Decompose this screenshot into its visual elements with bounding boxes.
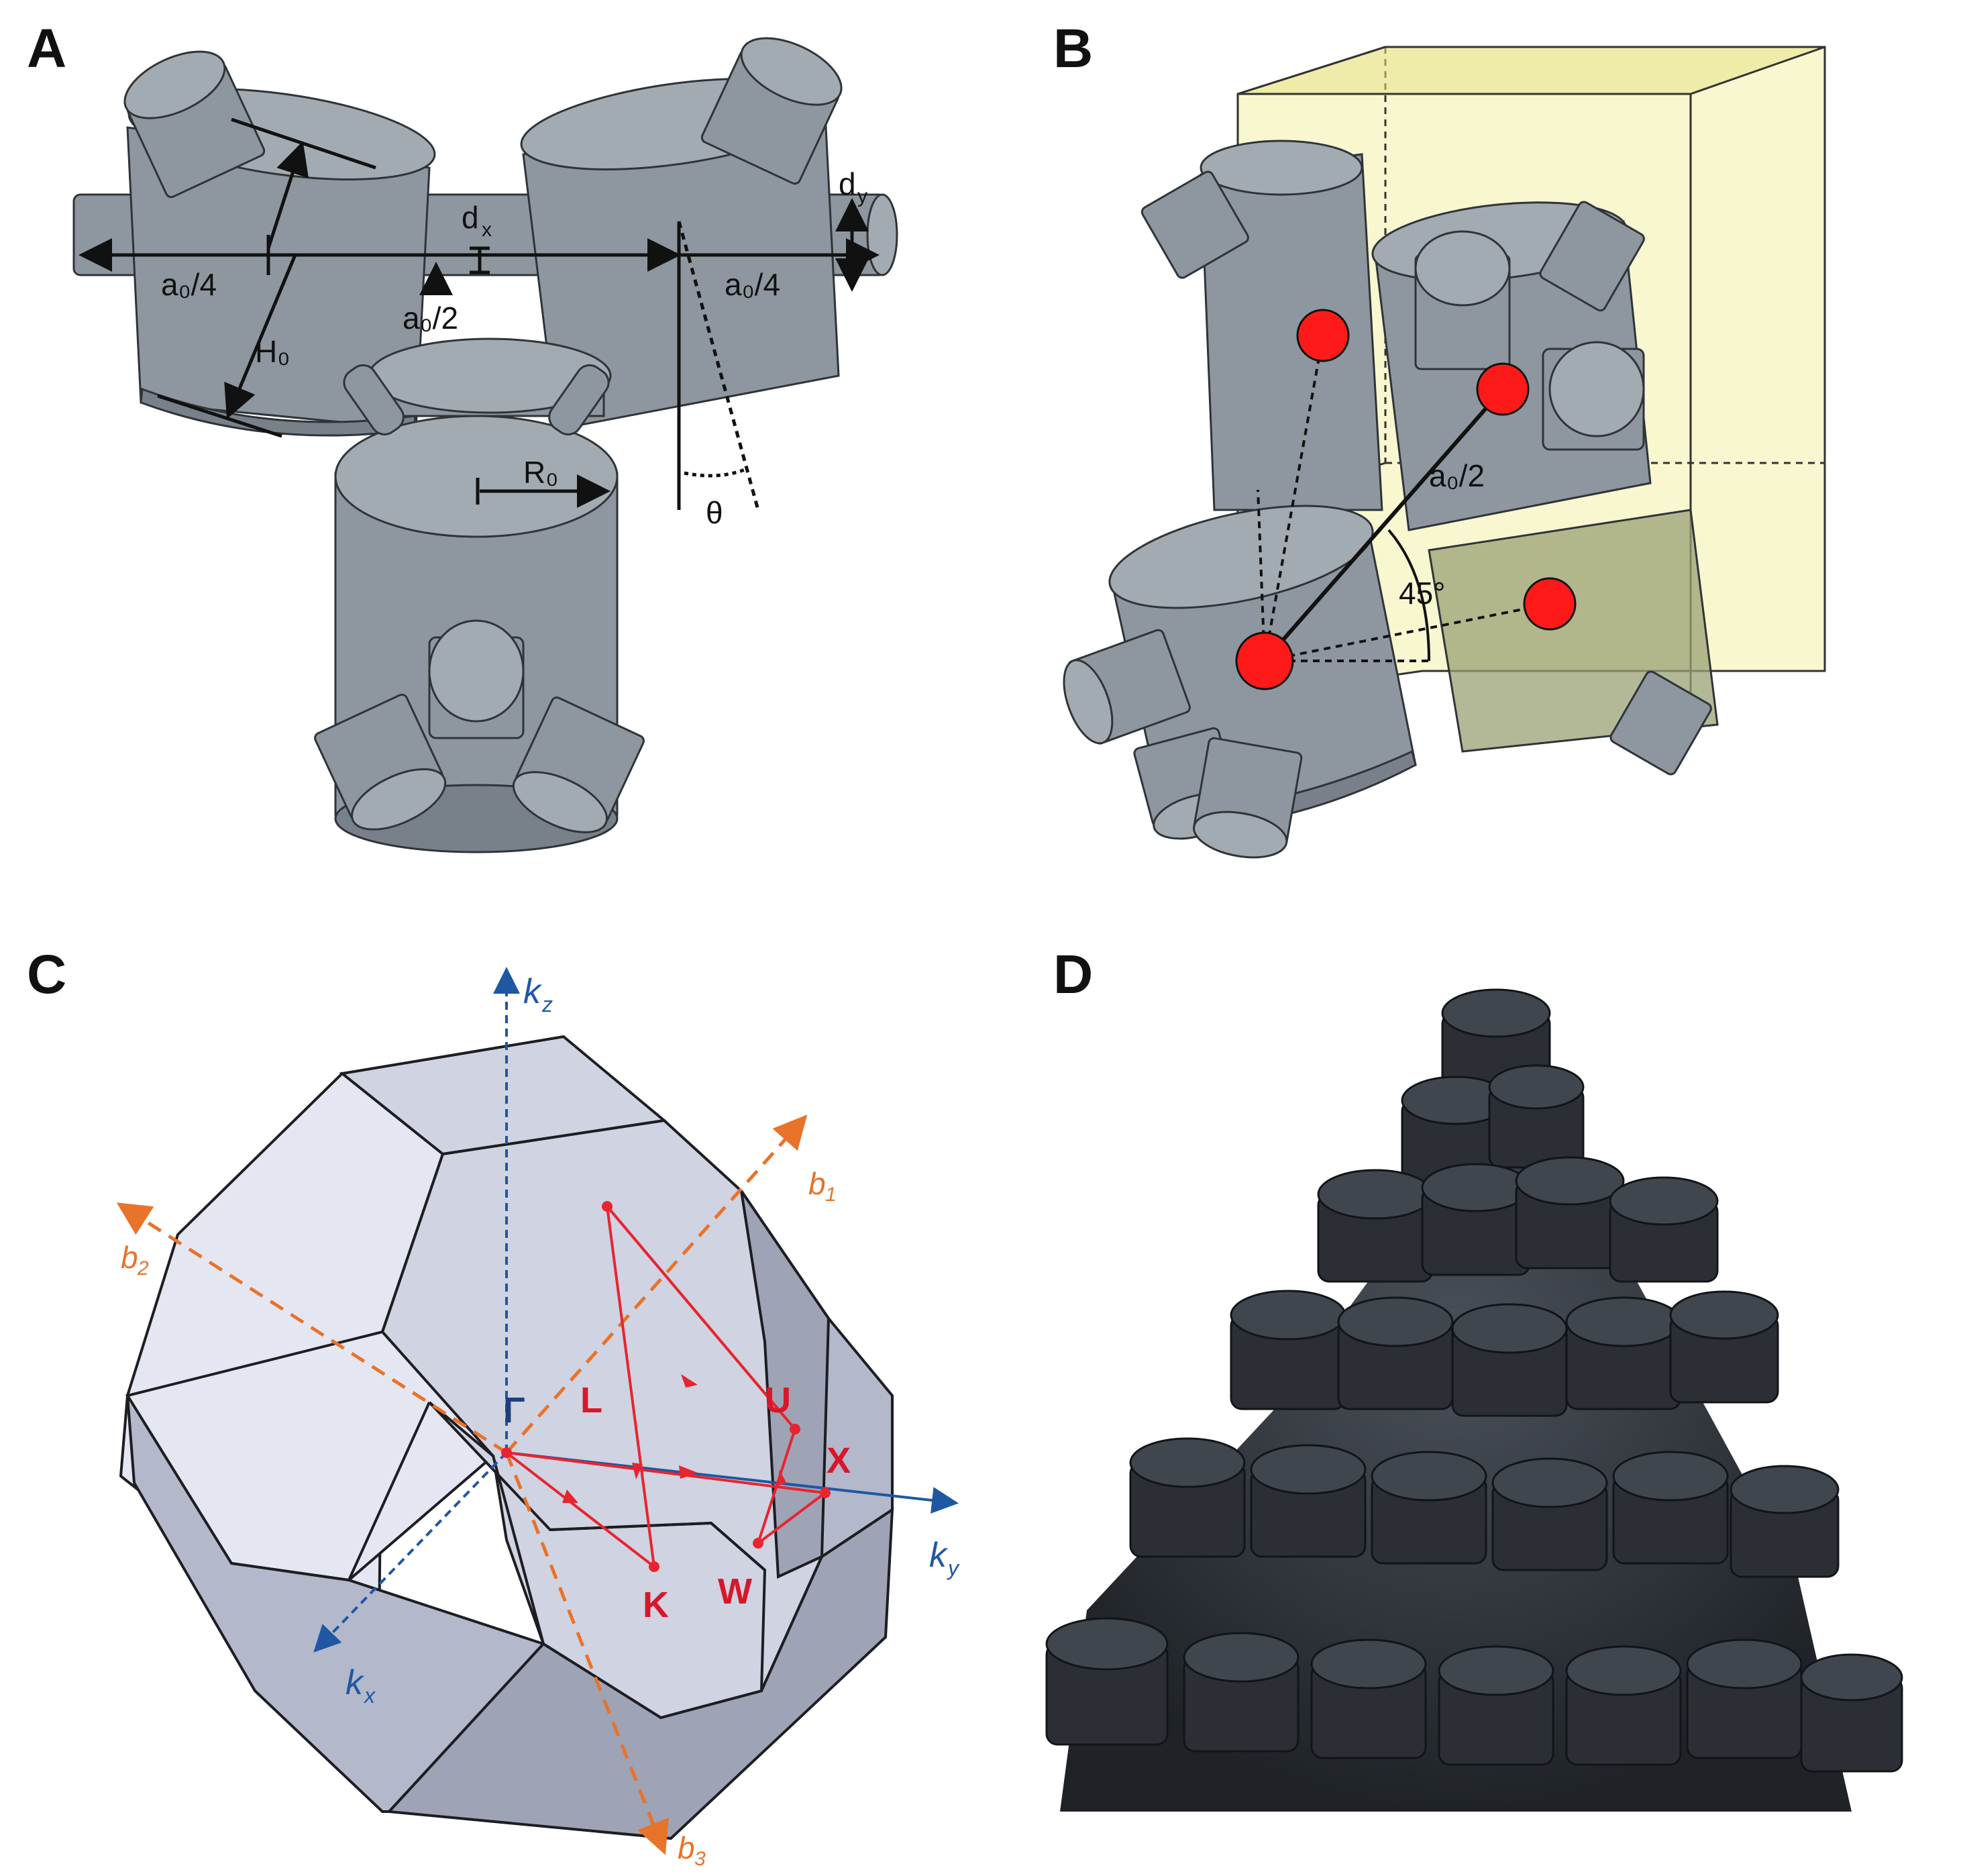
lattice-sites [1235,309,1577,690]
label-kz-sub: z [541,992,553,1017]
label-b2: b [121,1240,138,1275]
label-gamma: Γ [503,1390,525,1430]
symmetry-points [501,1201,831,1572]
panel-b-letter: B [1053,18,1093,79]
site-connections [1257,335,1550,662]
panel-d-letter: D [1053,944,1093,1005]
lattice-photo-cylinders [1045,988,1903,1773]
label-a0-quarter-left: a₀/4 [161,267,217,302]
label-a0-quarter-right: a₀/4 [725,267,780,302]
dimensions-a [78,117,880,511]
label-X: X [827,1441,851,1481]
label-ky-sub: y [947,1556,960,1580]
dim-labels-a: a₀/4 a₀/4 a₀/2 H₀ R₀ d x d y θ [161,166,867,530]
panel-c: C k z k y k x [27,944,960,1870]
site-2 [1476,362,1530,416]
panel-b: B [1053,18,1826,859]
label-b1: b [808,1166,826,1201]
label-b2-sub: 2 [137,1257,149,1280]
label-kx: k [346,1663,365,1702]
label-W: W [718,1571,752,1612]
label-a0-half: a₀/2 [403,301,458,335]
left-back-cylinder [1140,140,1383,511]
label-b-a0-half: a₀/2 [1429,458,1485,493]
site-origin [1235,631,1294,690]
label-dx-sub: x [482,219,492,241]
k-axis-labels: k z k y k x [346,972,960,1708]
right-lower-cylinder [1428,509,1719,776]
rod-end-right [866,193,898,276]
label-h0: H₀ [255,334,290,369]
label-b3-sub: 3 [694,1848,706,1870]
brillouin-zone [119,1035,894,1840]
site-3 [1523,577,1577,631]
panel-a: A [27,18,898,853]
panel-c-letter: C [27,944,66,1005]
left-cylinder [123,50,436,437]
label-dy: d [839,166,856,201]
right-cylinder [520,37,843,431]
symmetry-path [505,1205,827,1568]
label-ky: k [929,1536,949,1575]
label-L: L [580,1380,602,1420]
upper-right-cylinder [1371,201,1652,531]
label-r0: R₀ [523,455,558,490]
panel-a-letter: A [27,18,66,79]
label-dy-sub: y [857,185,867,207]
label-kx-sub: x [363,1683,376,1708]
label-b1-sub: 1 [825,1184,837,1206]
front-cylinder [1063,505,1417,859]
panel-d: D [1045,944,1903,1812]
reciprocal-labels: b 1 b 2 b 3 [121,1166,837,1870]
symmetry-point-labels: Γ L U X K W [503,1380,851,1625]
bottom-cylinder [314,337,645,853]
lattice-photo-body [1060,1033,1852,1812]
label-dx: d [462,200,479,235]
label-K: K [643,1585,669,1625]
site-1 [1296,309,1350,362]
label-theta: θ [706,495,723,530]
label-b3: b [678,1830,695,1865]
label-kz: k [523,972,543,1011]
label-b-angle: 45° [1399,576,1446,611]
reciprocal-vectors [116,1114,808,1855]
label-U: U [765,1380,791,1420]
